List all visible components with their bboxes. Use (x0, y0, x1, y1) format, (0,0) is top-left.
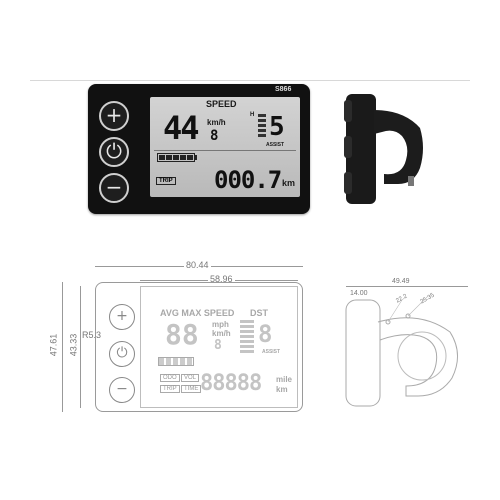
drawing-big-digits: 88888 (200, 371, 262, 396)
drawing-top-labels: AVG MAX SPEED (160, 308, 235, 318)
distance-unit: km (282, 178, 296, 188)
drawing-mile: mile (276, 375, 293, 384)
side-mount-drawing (345, 295, 458, 407)
dim-overall-height: 47.61 (48, 333, 59, 357)
drawing-small-digit: 8 (214, 338, 222, 353)
dim-line-screen-height (80, 286, 81, 408)
drawing-assist-digit: 8 (258, 320, 273, 348)
drawing-tag-time: TIME (181, 385, 202, 393)
dim-overall-width: 80.44 (184, 260, 211, 270)
minus-button: − (99, 173, 129, 203)
divider-line (30, 80, 470, 81)
assist-label: ASSIST (266, 142, 285, 148)
drawing-power-button: ⏻ (109, 341, 135, 367)
drawing-dst: DST (250, 308, 268, 318)
drawing-unit-kmh: km/h (212, 329, 231, 338)
drawing-assist-bars (240, 320, 254, 354)
drawing-speed-digits: 88 (165, 318, 199, 351)
h-mark: H (250, 112, 255, 118)
trip-tag: TRIP (156, 177, 176, 185)
speed-title: SPEED (206, 99, 237, 109)
drawing-assist-label: ASSIST (262, 349, 281, 355)
dim-side-width: 49.49 (392, 278, 410, 285)
assist-level: 5 (269, 112, 285, 142)
plus-button: + (99, 101, 129, 131)
assist-level-bars (258, 114, 266, 144)
drawing-battery (158, 357, 194, 366)
drawing-km: km (276, 385, 288, 394)
dim-screen-height: 43.33 (68, 333, 79, 357)
dim-line-overall-height (62, 282, 63, 412)
drawing-tag-odo: ODO (160, 374, 180, 382)
speed-unit: km/h (207, 118, 226, 127)
power-button: ⏻ (99, 137, 129, 167)
dim-line-side-width (346, 286, 468, 287)
lcd-separator (154, 150, 296, 151)
drawing-minus-button: − (109, 377, 135, 403)
battery-indicator (157, 153, 195, 162)
dim-button-radius: R5.3 (82, 330, 102, 340)
drawing-screen-outline (140, 286, 298, 408)
dim-screen-width: 58.96 (208, 274, 235, 284)
model-label: S866 (275, 86, 292, 93)
speed-value: 44 (163, 109, 200, 147)
dim-side-depth: 14.00 (350, 290, 368, 297)
handlebar-mount-photo (344, 94, 423, 204)
drawing-unit-mph: mph (212, 320, 229, 329)
drawing-outline (95, 282, 303, 412)
battery-tip (195, 155, 197, 160)
drawing-tag-vol: VOL (181, 374, 200, 382)
drawing-tag-trip: TRIP (160, 385, 180, 393)
drawing-plus-button: + (109, 304, 135, 330)
distance-value: 000.7 (214, 166, 282, 194)
small-digit: 8 (210, 128, 219, 144)
